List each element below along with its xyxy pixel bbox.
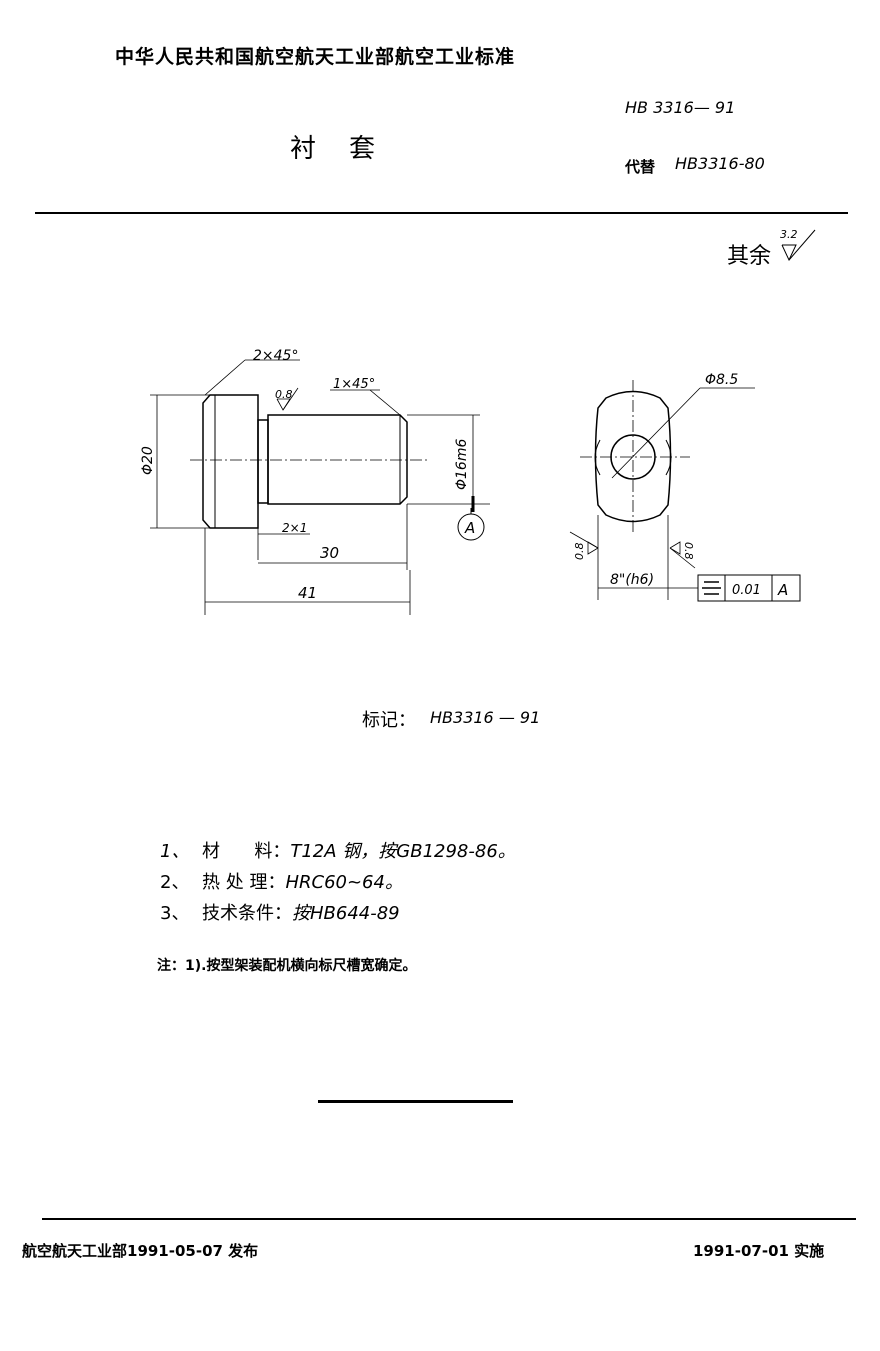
datum-label: A (464, 519, 475, 537)
dia-head-label: Φ20 (140, 446, 156, 475)
footer-rule (42, 1218, 856, 1220)
technical-drawing: 2×45° 1×45° 0.8 Φ20 Φ16m6 2×1 30 41 A Φ8… (140, 348, 801, 615)
requirement-item: 1、材 料：T12A 钢，按GB1298-86。 (160, 841, 516, 862)
symmetry-icon (702, 581, 721, 595)
end-rule (318, 1100, 513, 1103)
marking-label: 标记： (362, 710, 416, 731)
head-outline (202, 394, 259, 529)
groove-label: 2×1 (282, 521, 307, 535)
tolerance-datum: A (777, 581, 788, 599)
standard-number: HB 3316— 91 (625, 98, 736, 117)
requirement-item: 3、技术条件：按HB644-89 (160, 903, 400, 924)
roughness-left-label: 0.8 (573, 543, 586, 561)
total-length-label: 41 (298, 584, 317, 602)
requirements-list: 1、材 料：T12A 钢，按GB1298-86。 2、热 处 理：HRC60~6… (160, 836, 516, 929)
requirement-item: 2、热 处 理：HRC60~64。 (160, 872, 403, 893)
hole-dia-label: Φ8.5 (705, 372, 738, 388)
shaft-length-label: 30 (320, 544, 339, 562)
end-view (569, 380, 801, 602)
marking-value: HB3316 — 91 (430, 708, 541, 727)
width-label: 8"(h6) (610, 572, 654, 588)
roughness-right-label: 0.8 (682, 542, 695, 560)
effective-date: 1991-07-01 实施 (693, 1242, 825, 1260)
roughness-symbol-icon (781, 229, 816, 262)
issue-date: 航空航天工业部1991-05-07 发布 (22, 1242, 259, 1260)
roughness-value: 3.2 (780, 228, 798, 241)
chamfer-head-label: 2×45° (253, 348, 298, 364)
header-rule (35, 212, 848, 214)
org-title: 中华人民共和国航空航天工业部航空工业标准 (115, 46, 516, 68)
dia-shaft-label: Φ16m6 (454, 439, 470, 490)
roughness-shaft-label: 0.8 (275, 388, 293, 401)
shaft-outline (267, 414, 408, 505)
chamfer-shaft-label: 1×45° (333, 377, 375, 392)
replaces-number: HB3316-80 (675, 154, 765, 173)
note: 注：1).按型架装配机横向标尺槽宽确定。 (157, 958, 417, 974)
replaces-label: 代替 (625, 158, 656, 176)
tolerance-value: 0.01 (732, 583, 761, 598)
side-view (150, 359, 490, 615)
doc-title: 衬 套 (290, 134, 376, 164)
roughness-label: 其余 (727, 244, 772, 269)
